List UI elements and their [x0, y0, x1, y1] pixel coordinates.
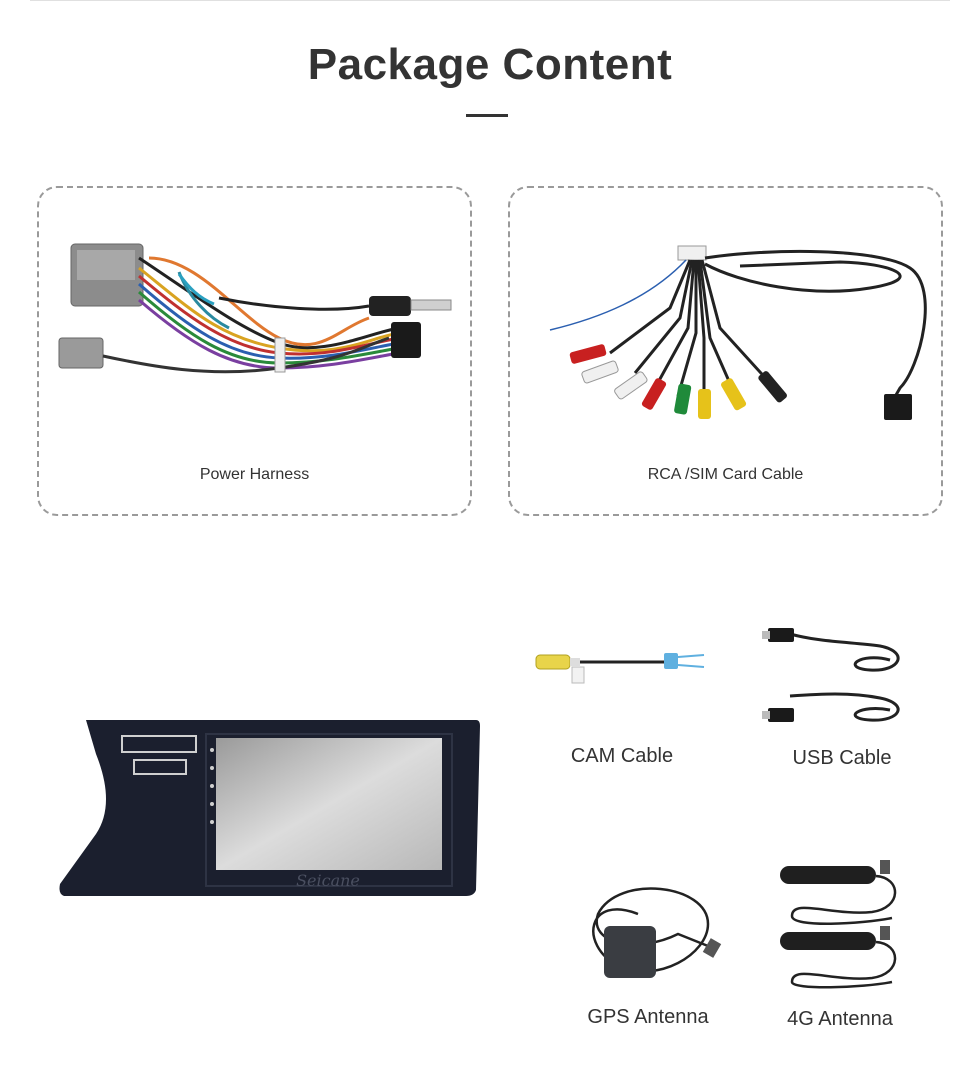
head-unit-brand: Seicane: [296, 871, 360, 890]
rca-sim-cable-label: RCA /SIM Card Cable: [647, 466, 804, 483]
cam-cable-label: CAM Cable: [570, 745, 674, 767]
rca-sim-cable-image: [549, 245, 927, 420]
antenna-4g-image: [780, 860, 897, 989]
power-harness-image: [58, 243, 452, 374]
gps-antenna-image: [592, 887, 722, 978]
usb-cable-image: [762, 628, 900, 722]
top-divider: [30, 0, 950, 1]
antenna-4g-label: 4G Antenna: [787, 1008, 893, 1030]
power-harness-card: Power Harness: [37, 186, 472, 516]
title-underline: [466, 114, 508, 117]
usb-cable-label: USB Cable: [792, 747, 892, 769]
page-title: Package Content: [307, 40, 673, 89]
power-harness-label: Power Harness: [199, 466, 310, 483]
head-unit-image: Seicane: [59, 720, 480, 896]
gps-antenna-label: GPS Antenna: [587, 1006, 709, 1028]
cam-cable-image: [535, 653, 705, 684]
rca-sim-cable-card: RCA /SIM Card Cable: [508, 186, 943, 516]
